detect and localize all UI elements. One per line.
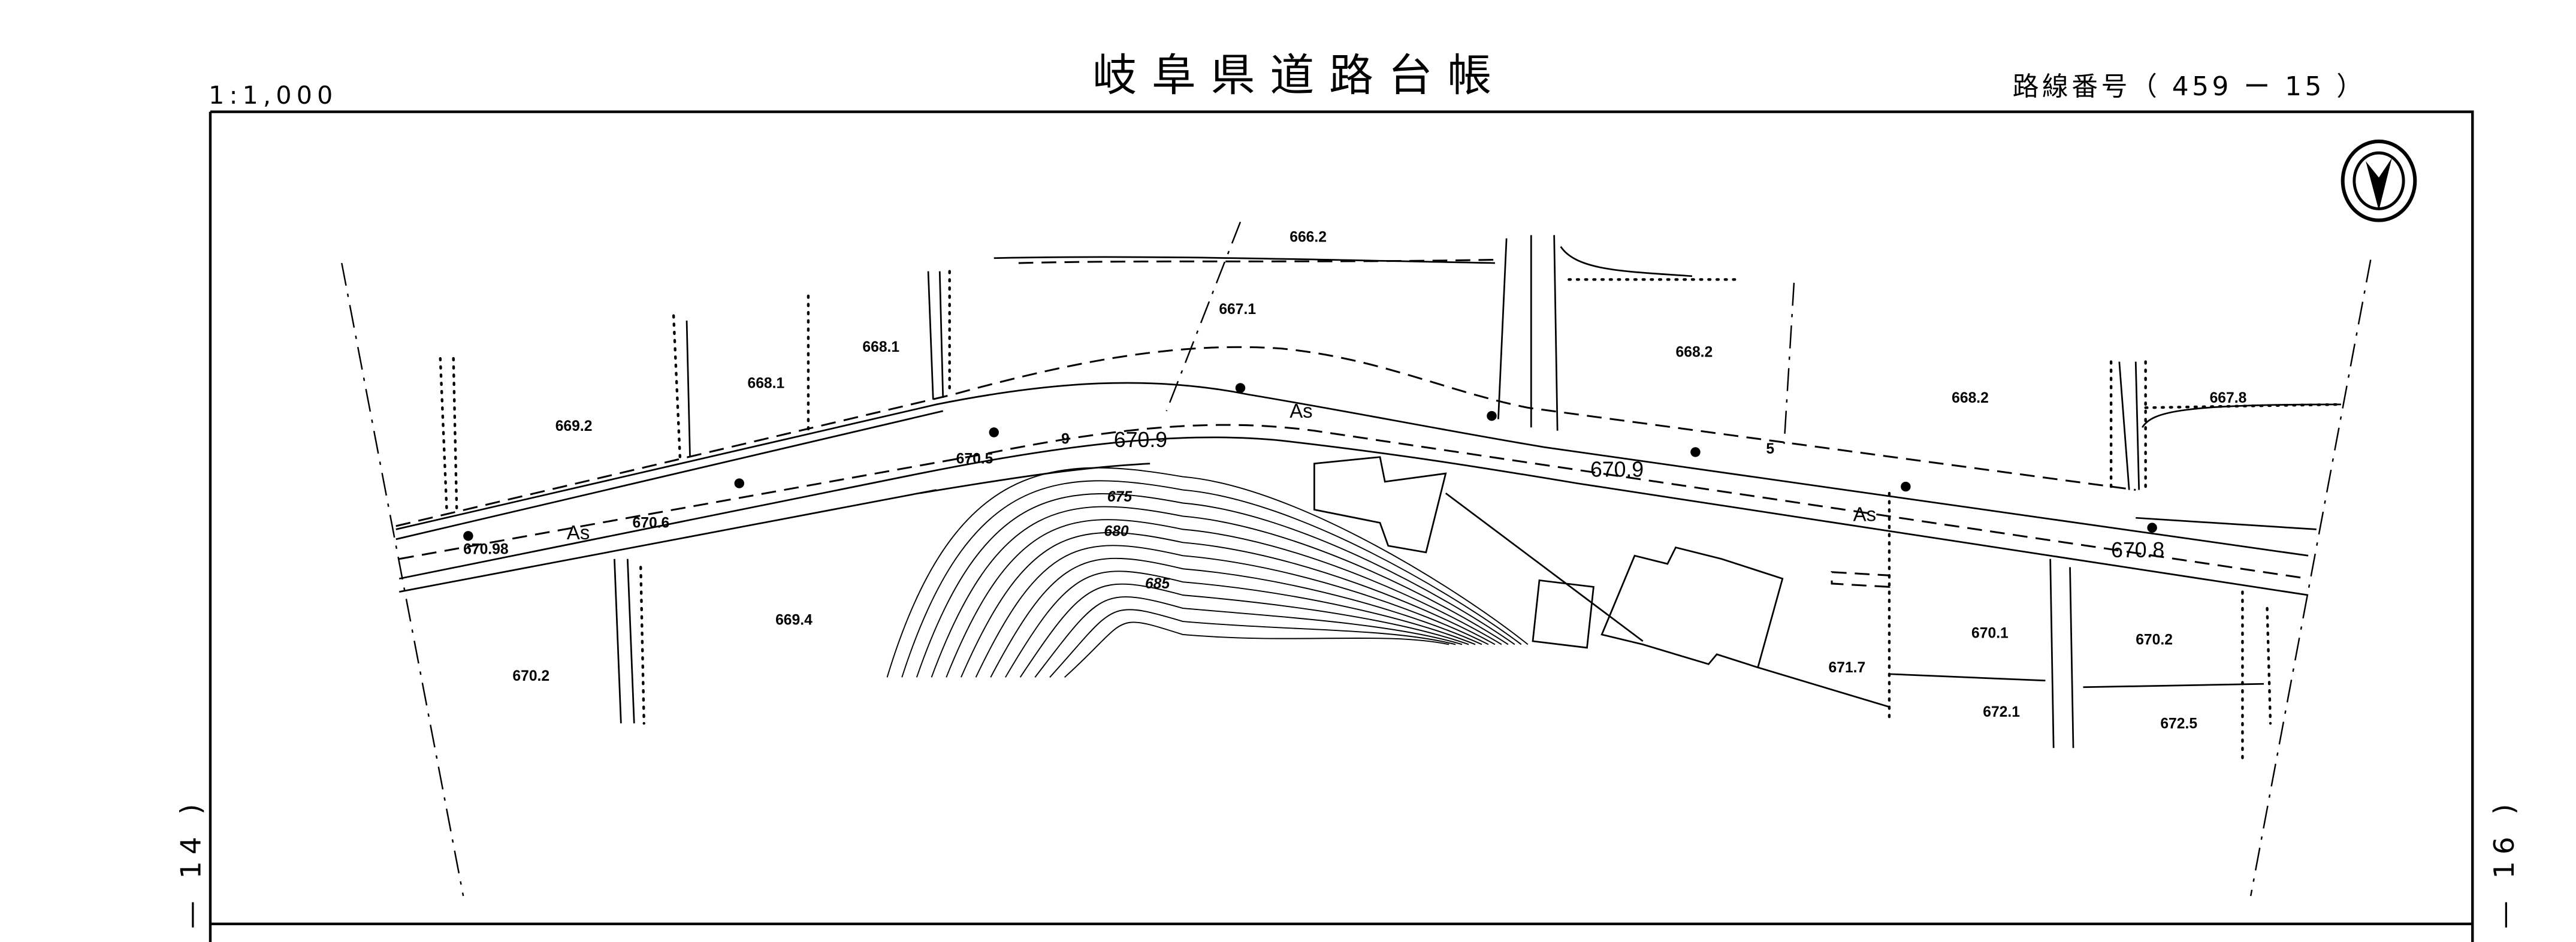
utility-poles [463,383,2157,541]
utility-pole-icon [734,478,744,488]
utility-pole-icon [989,427,999,437]
surface-label: As [1853,503,1876,526]
map-frame [209,110,2474,942]
road-elevation-label: 670.8 [2111,538,2164,562]
contour-label: 680 [1104,523,1128,539]
elevation-label: 668.2 [1952,390,1989,406]
elevation-label: 670.2 [512,668,549,684]
elevation-labels: 669.2 668.1 668.1 666.2 667.1 668.2 668.… [463,229,2246,732]
elevation-label: 668.1 [862,339,899,355]
utility-pole-icon [463,531,473,541]
surface-label: As [1289,400,1312,422]
elevation-label: 669.4 [775,612,813,629]
elevation-label: 666.2 [1289,229,1327,245]
contour-line [1049,609,1456,678]
utility-pole-icon [1901,481,1911,492]
elevation-label: 670.6 [633,515,670,532]
contour-line [1064,621,1449,678]
elevation-label: 670.2 [2136,632,2173,648]
utility-pole-icon [1235,383,1246,393]
scale-label: 1:1,000 [209,81,337,110]
elevation-label: 671.7 [1829,660,1866,676]
contour-line [886,467,1529,678]
elevation-label: 668.2 [1676,344,1713,360]
elevation-label: 669.2 [555,418,593,434]
elevation-label: 672.5 [2160,715,2197,732]
elevation-label: 670.5 [956,451,993,467]
marker-label: 9 [1061,431,1070,448]
elevation-label: 672.1 [1983,704,2020,720]
elevation-label: 667.1 [1219,301,1256,318]
elevation-label: 667.8 [2210,390,2247,406]
side-streets [439,235,2343,766]
contour-line [916,493,1515,678]
buildings [1313,456,1891,708]
contour-label: 675 [1107,489,1133,505]
contour-line [946,519,1502,678]
contour-line [1019,583,1469,678]
adjacent-sheet-left[interactable]: — 14 ) [175,797,207,929]
contour-line [931,506,1509,678]
elevation-label: 670.98 [463,542,508,558]
contour-line [901,480,1522,678]
contour-line [1005,570,1476,678]
contour-line [961,532,1496,678]
marker-label: 5 [1766,441,1774,457]
sheet-boundary-left [341,262,464,896]
road [395,221,2309,596]
contour-label: 685 [1145,576,1170,592]
utility-pole-icon [1487,410,1497,421]
contour-lines [886,467,1529,678]
utility-pole-icon [2147,523,2157,533]
surface-label: As [567,521,590,544]
road-elevation-label: 670.9 [1590,458,1644,482]
utility-pole-icon [1690,447,1701,457]
north-arrow-icon [2341,139,2417,222]
elevation-label: 670.1 [1971,625,2009,641]
contour-line [990,557,1482,678]
contour-line [1034,596,1463,678]
sheet-boundary-right [2249,259,2372,896]
road-elevation-label: 670.9 [1114,428,1167,452]
elevation-label: 668.1 [747,375,784,391]
page-title: 岐阜県道路台帳 [1092,50,1506,101]
adjacent-sheet-right[interactable]: — 16 ) [2488,797,2520,929]
contour-line [975,545,1489,678]
route-number: 路線番号（ 459 ー 15 ） [2013,71,2366,102]
